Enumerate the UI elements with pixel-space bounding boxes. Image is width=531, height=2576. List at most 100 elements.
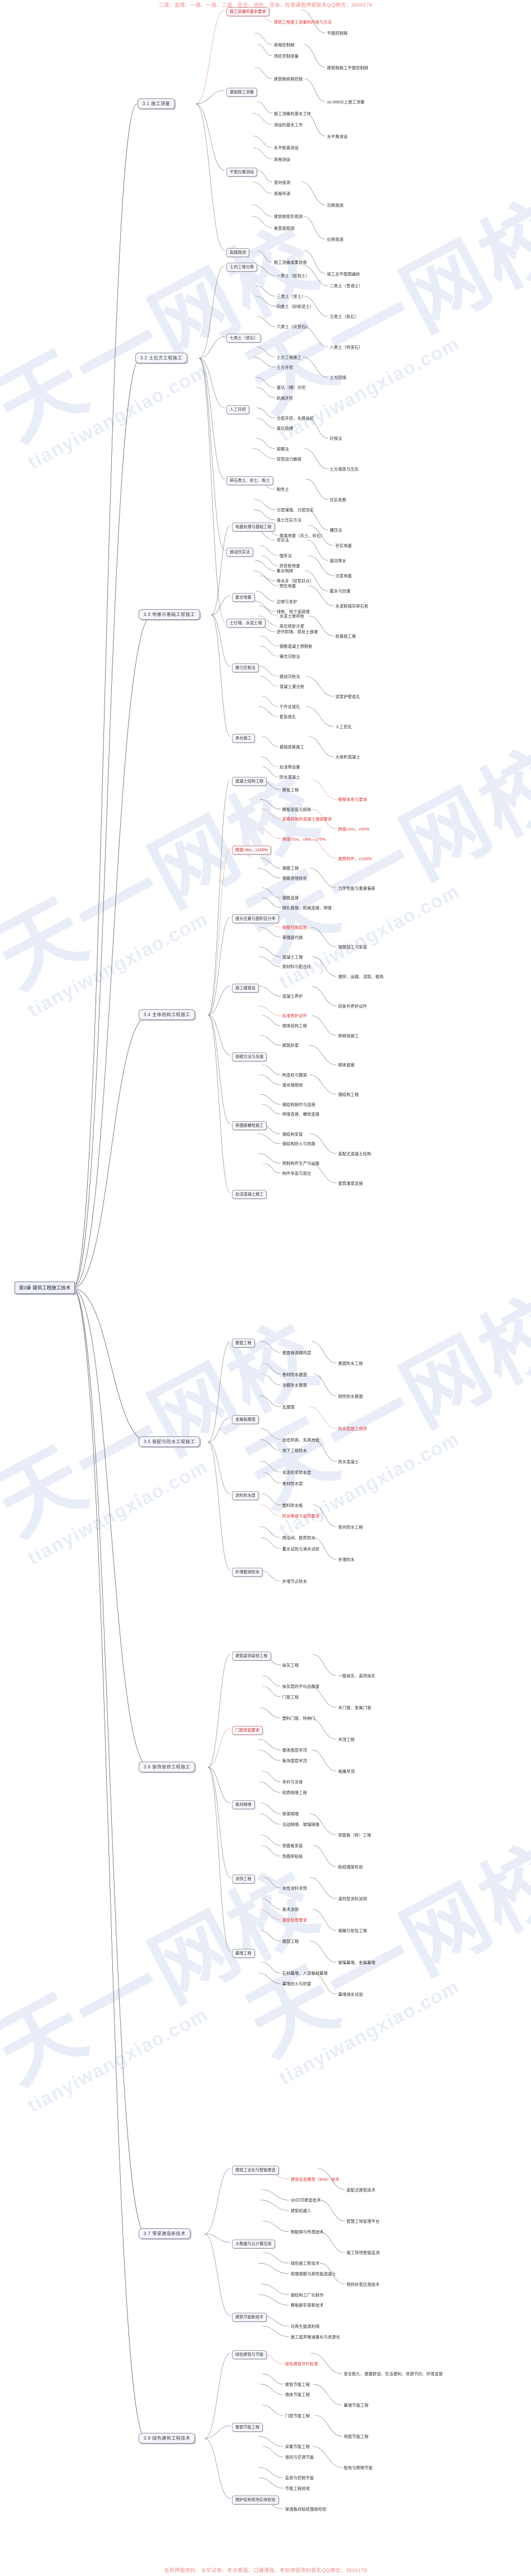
leaf-node[interactable]: 逆作拱墙、原状土放坡 (277, 629, 318, 635)
leaf-node[interactable]: 钢结构制作与连接 (282, 1102, 316, 1107)
subtopic-node[interactable]: 静力压桩法 (232, 663, 259, 672)
leaf-node[interactable]: 跨度≤2m，≥50% (338, 827, 369, 832)
leaf-node[interactable]: 测设的基本工作 (274, 122, 303, 127)
leaf-node[interactable]: 涂膜防水屋面 (282, 1383, 307, 1388)
leaf-node[interactable]: 土方工程施工 (277, 354, 302, 360)
leaf-node[interactable]: 焊接连接、螺栓连接 (282, 1112, 320, 1117)
leaf-node[interactable]: 门窗节能工程 (285, 2413, 310, 2418)
leaf-node[interactable]: 瓦屋面 (282, 1405, 295, 1410)
leaf-node[interactable]: 装配式建筑技术 (347, 2187, 376, 2193)
leaf-node[interactable]: 钢筋工程 (282, 866, 299, 871)
leaf-node[interactable]: 基层处理要求 (282, 1918, 307, 1923)
subtopic-node[interactable]: 振动压实法 (226, 547, 253, 557)
leaf-node[interactable]: 地下工程防水 (282, 1448, 307, 1453)
leaf-node[interactable]: 混凝土灌注桩 (279, 684, 305, 689)
leaf-node[interactable]: 四类土（砂砾坚土） (277, 303, 314, 309)
leaf-node[interactable]: 混凝土养护 (282, 994, 303, 999)
leaf-node[interactable]: 3D打印建造技术 (291, 2198, 321, 2203)
leaf-node[interactable]: 抹灰层的平均总厚度 (282, 1684, 320, 1689)
leaf-node[interactable]: 水平角测设 (327, 134, 348, 139)
leaf-node[interactable]: 轻型动力触探 (277, 456, 302, 462)
leaf-node[interactable]: 物联网与传感技术 (291, 2229, 324, 2235)
leaf-node[interactable]: 预拌砂浆应用技术 (347, 2281, 380, 2287)
branch-3-6[interactable]: 3.6 装饰装修工程施工 (139, 1762, 196, 1772)
leaf-node[interactable]: 保温板材粘结强度检验 (285, 2507, 326, 2512)
leaf-node[interactable]: 构件吊装与就位 (282, 1171, 311, 1176)
leaf-node[interactable]: 施工测量成果验收 (274, 260, 307, 265)
branch-3-4[interactable]: 3.4 主体结构工程施工 (139, 1009, 196, 1020)
leaf-node[interactable]: 八类土（特坚石） (330, 344, 363, 350)
leaf-node[interactable]: 钢结构工程 (338, 1092, 359, 1098)
subtopic-node[interactable]: 屋面工程 (232, 1339, 255, 1348)
leaf-node[interactable]: 可再生能源利用 (291, 2324, 320, 2329)
subtopic-node[interactable]: 人工开挖 (226, 405, 249, 414)
leaf-node[interactable]: 基坑降水 (330, 558, 347, 563)
leaf-node[interactable]: 泥浆护壁成孔 (335, 694, 361, 699)
leaf-node[interactable]: 三类土（坚土） (277, 293, 306, 299)
branch-3-5[interactable]: 3.5 装配与防水工程施工 (139, 1436, 200, 1447)
leaf-node[interactable]: 水泥土搅拌桩 (279, 614, 305, 619)
subtopic-node[interactable]: 屋面节能工程 (232, 2423, 263, 2432)
leaf-node[interactable]: 一类土（松软土） (277, 273, 310, 279)
leaf-node[interactable]: 竣工总平面图编绘 (327, 271, 361, 277)
leaf-node[interactable]: 砖砌体施工 (338, 1033, 359, 1038)
subtopic-node[interactable]: 平面位置测设 (226, 168, 258, 177)
subtopic-node[interactable]: 裂缝观测 (226, 248, 249, 257)
leaf-node[interactable]: 外墙节点防水 (282, 1579, 307, 1584)
leaf-node[interactable]: 建筑节能工程 (285, 2382, 310, 2387)
leaf-node[interactable]: 厕浴间、厨房防水 (282, 1535, 316, 1540)
leaf-node[interactable]: 绑扎搭接、机械连接、焊接 (282, 905, 332, 910)
leaf-node[interactable]: 轻质隔墙工程 (282, 1790, 307, 1795)
leaf-node[interactable]: 砌体结构工程 (282, 1023, 307, 1028)
leaf-node[interactable]: 高程控制网 (274, 42, 295, 48)
leaf-node[interactable]: 平面控制网 (327, 31, 348, 36)
leaf-node[interactable]: 等强度代换 (282, 934, 303, 940)
leaf-node[interactable]: 格栅吊顶 (338, 1769, 355, 1774)
leaf-node[interactable]: 玻璃幕墙、金属幕墙 (338, 1960, 376, 1965)
leaf-node[interactable]: 抹灰工程 (282, 1663, 299, 1668)
leaf-node[interactable]: 墙体节能工程 (285, 2392, 310, 2398)
leaf-node[interactable]: 强夯法 (279, 553, 292, 558)
subtopic-node[interactable]: 土钉墙、水泥土墙 (226, 619, 266, 628)
leaf-node[interactable]: 塑料门窗、特种门 (282, 1716, 316, 1721)
leaf-node[interactable]: 活动隔墙、玻璃隔墙 (282, 1822, 320, 1827)
leaf-node[interactable]: 木门窗、金属门窗 (338, 1705, 372, 1710)
leaf-node[interactable]: 整体面层吊顶 (282, 1748, 307, 1753)
subtopic-node[interactable]: 跨度>8m，≥100% (232, 846, 272, 855)
leaf-node[interactable]: 装配式混凝土结构 (338, 1151, 372, 1156)
subtopic-node[interactable]: 施工缝留设 (232, 983, 259, 993)
leaf-node[interactable]: 卷材防水层 (282, 1481, 303, 1486)
leaf-node[interactable]: 一般抹灰、装饰抹灰 (338, 1673, 376, 1678)
subtopic-node[interactable]: 接头位置与面积百分率 (232, 914, 279, 924)
leaf-node[interactable]: 钢结构工厂化制作 (291, 2292, 324, 2298)
leaf-node[interactable]: 幕墙淋水试验 (338, 1992, 363, 1997)
leaf-node[interactable]: 溶剂型涂料涂饰 (338, 1896, 367, 1901)
subtopic-node[interactable]: 绿色建筑与节能 (232, 2350, 267, 2359)
leaf-node[interactable]: 边坡与支护 (277, 599, 297, 604)
leaf-node[interactable]: 后浇带设置 (279, 765, 300, 770)
leaf-node[interactable]: 蓄水试验与淋水试验 (282, 1546, 320, 1552)
leaf-node[interactable]: 预制构件生产与运输 (282, 1161, 320, 1166)
leaf-node[interactable]: 锤击沉桩法 (279, 654, 300, 659)
leaf-node[interactable]: 填充墙砌体 (282, 1082, 303, 1088)
leaf-node[interactable]: 基坑（槽）开挖 (277, 385, 306, 391)
leaf-node[interactable]: 场区控制测量 (274, 54, 299, 59)
leaf-node[interactable]: 粘结强度检验 (338, 1865, 363, 1870)
leaf-node[interactable]: 基础底板施工 (279, 744, 305, 749)
leaf-node[interactable]: 夯实地基 (335, 543, 352, 548)
leaf-node[interactable]: 屋面防水工程 (338, 1361, 363, 1366)
leaf-node[interactable]: 套筒灌浆连接 (338, 1180, 363, 1186)
leaf-node[interactable]: 碾压法 (330, 528, 343, 533)
leaf-node[interactable]: 智慧工地管理平台 (347, 2219, 380, 2224)
subtopic-node[interactable]: 混凝土结构工程 (232, 777, 267, 786)
leaf-node[interactable]: 由低到高、先高后低 (282, 1437, 320, 1443)
leaf-node[interactable]: 吊顶工程 (338, 1737, 355, 1742)
leaf-node[interactable]: 排桩、地下连续墙 (277, 609, 310, 614)
leaf-node[interactable]: 防水等级与设防要求 (282, 1514, 320, 1519)
leaf-node[interactable]: 套管成孔 (279, 714, 296, 719)
leaf-node[interactable]: 黏性土 (277, 487, 290, 492)
subtopic-node[interactable]: 大数据与云计算应用 (232, 2239, 275, 2248)
leaf-node[interactable]: 外墙防水 (338, 1557, 355, 1562)
leaf-node[interactable]: 建筑物施工平面控制网 (327, 65, 368, 70)
leaf-node[interactable]: 模板工程 (282, 787, 299, 793)
